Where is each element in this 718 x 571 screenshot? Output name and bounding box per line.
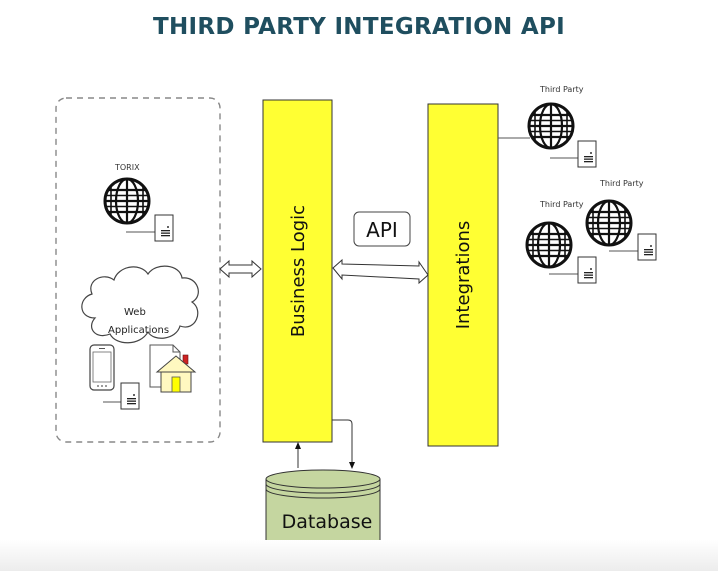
web-server-icon xyxy=(120,382,140,410)
third-party-3-label: Third Party xyxy=(599,179,644,188)
third-party-3-server-icon xyxy=(637,233,657,261)
api-arrow xyxy=(332,258,429,285)
api-label: API xyxy=(366,218,398,242)
third-party-2-globe-icon xyxy=(525,221,573,269)
logic-to-db-line xyxy=(332,419,353,464)
mobile-phone-icon xyxy=(89,344,115,391)
bottom-shadow xyxy=(0,540,718,571)
database-icon xyxy=(265,469,381,555)
third-party-1-server-icon xyxy=(577,140,597,168)
third-party-1-label: Third Party xyxy=(539,85,584,94)
client-group-box xyxy=(55,97,221,443)
torix-server-icon xyxy=(154,214,174,242)
business-logic-block xyxy=(262,99,333,443)
home-icon xyxy=(155,354,197,393)
third-party-2-label: Third Party xyxy=(539,200,584,209)
logic-to-db-arrowhead xyxy=(349,462,355,469)
torix-label: TORIX xyxy=(114,163,140,172)
torix-globe-icon xyxy=(103,177,151,225)
api-label-box xyxy=(353,211,411,247)
web-apps-label-line2: Applications xyxy=(108,325,169,336)
business-logic-label: Business Logic xyxy=(288,205,309,337)
web-apps-label-line1: Web xyxy=(124,307,146,318)
client-business-arrow xyxy=(219,259,262,279)
db-to-logic-arrowhead xyxy=(295,442,301,449)
diagram-title: THIRD PARTY INTEGRATION API xyxy=(152,14,566,40)
integrations-block xyxy=(427,103,499,447)
third-party-2-server-icon xyxy=(577,256,597,284)
integrations-label: Integrations xyxy=(453,221,474,330)
database-label: Database xyxy=(282,511,373,533)
web-apps-cloud-icon xyxy=(81,265,199,344)
third-party-3-globe-icon xyxy=(585,199,633,247)
third-party-1-globe-icon xyxy=(527,102,575,150)
